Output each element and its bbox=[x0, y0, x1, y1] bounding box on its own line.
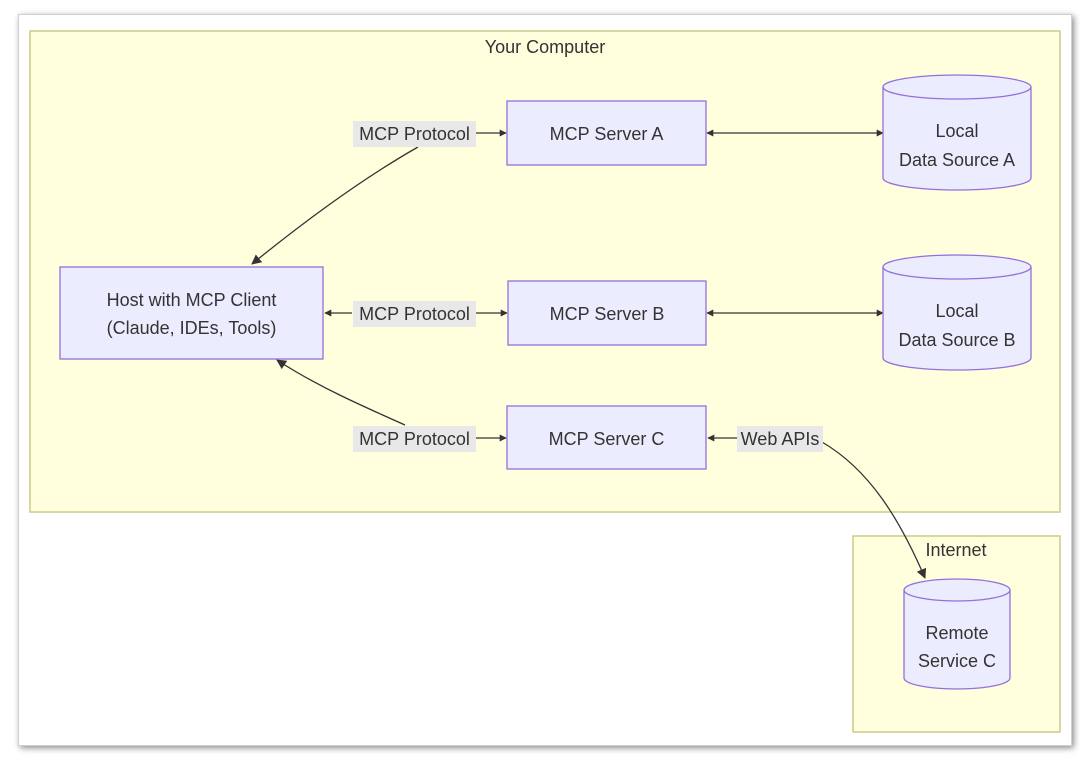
cluster-internet-title: Internet bbox=[925, 540, 986, 560]
edge-label-protocol-b: MCP Protocol bbox=[353, 301, 476, 327]
node-data-source-b-rim bbox=[882, 266, 1032, 280]
node-data-source-b-body[interactable] bbox=[882, 254, 1032, 371]
edge-protocol-a-to-host bbox=[251, 146, 419, 265]
edge-protocol-c-to-host bbox=[276, 359, 406, 426]
node-host-line2: (Claude, IDEs, Tools) bbox=[107, 318, 277, 338]
edges bbox=[251, 129, 927, 579]
edge-label-protocol-c: MCP Protocol bbox=[353, 426, 476, 452]
edge-web-apis-to-remote bbox=[821, 441, 927, 579]
node-remote-service-c-line1: Remote bbox=[925, 623, 988, 643]
node-data-source-a[interactable]: Local Data Source A bbox=[882, 74, 1032, 191]
edge-label-protocol-c-bg bbox=[353, 426, 476, 452]
node-remote-service-c-body[interactable] bbox=[903, 578, 1011, 690]
node-data-source-a-rim bbox=[882, 86, 1032, 100]
node-host-box[interactable] bbox=[59, 266, 324, 360]
edge-label-web-apis-text: Web APIs bbox=[741, 429, 820, 449]
node-server-a-box[interactable] bbox=[506, 100, 707, 166]
edge-label-web-apis-bg bbox=[737, 426, 823, 452]
node-remote-service-c[interactable]: Remote Service C bbox=[903, 578, 1011, 690]
node-server-b[interactable]: MCP Server B bbox=[507, 280, 707, 346]
node-server-c-label: MCP Server C bbox=[549, 429, 665, 449]
node-data-source-b-line2: Data Source B bbox=[898, 330, 1015, 350]
edge-label-protocol-c-text: MCP Protocol bbox=[359, 429, 470, 449]
node-server-b-box[interactable] bbox=[507, 280, 707, 346]
node-server-c[interactable]: MCP Server C bbox=[506, 405, 707, 470]
node-data-source-a-line2: Data Source A bbox=[899, 150, 1015, 170]
node-server-b-label: MCP Server B bbox=[550, 304, 665, 324]
edge-label-protocol-b-bg bbox=[353, 301, 476, 327]
edge-label-protocol-a: MCP Protocol bbox=[353, 121, 476, 147]
node-data-source-a-body[interactable] bbox=[882, 74, 1032, 191]
node-remote-service-c-rim bbox=[903, 589, 1011, 602]
node-server-a-label: MCP Server A bbox=[550, 124, 664, 144]
edge-label-web-apis: Web APIs bbox=[737, 426, 823, 452]
cluster-your-computer-title: Your Computer bbox=[485, 37, 605, 57]
node-data-source-a-line1: Local bbox=[935, 121, 978, 141]
node-data-source-b-line1: Local bbox=[935, 301, 978, 321]
node-host-line1: Host with MCP Client bbox=[107, 290, 277, 310]
node-server-c-box[interactable] bbox=[506, 405, 707, 470]
node-host[interactable]: Host with MCP Client (Claude, IDEs, Tool… bbox=[59, 266, 324, 360]
edge-label-protocol-a-text: MCP Protocol bbox=[359, 124, 470, 144]
edge-label-protocol-a-bg bbox=[353, 121, 476, 147]
node-data-source-b[interactable]: Local Data Source B bbox=[882, 254, 1032, 371]
edge-label-protocol-b-text: MCP Protocol bbox=[359, 304, 470, 324]
node-server-a[interactable]: MCP Server A bbox=[506, 100, 707, 166]
node-remote-service-c-line2: Service C bbox=[918, 651, 996, 671]
